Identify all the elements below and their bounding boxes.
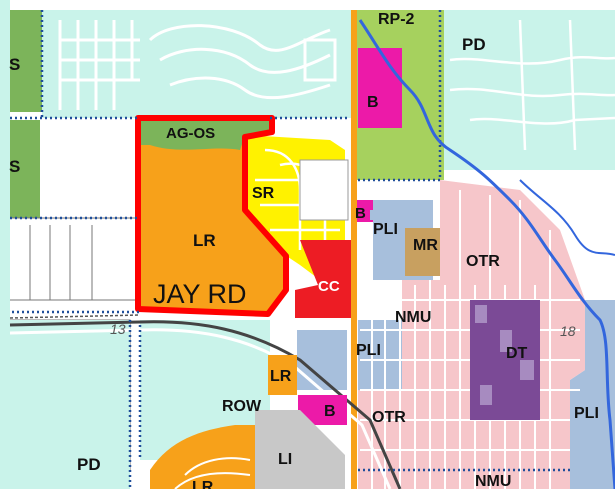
street-grid-northeast: [449, 19, 615, 151]
zone-lr-small: [268, 355, 297, 395]
creek-branch: [519, 179, 615, 256]
block-north: [303, 38, 337, 82]
label-road-18: 18: [560, 323, 576, 339]
label-otr-1: OTR: [466, 253, 500, 270]
label-b-top: B: [367, 94, 379, 111]
label-li: LI: [278, 451, 292, 468]
zone-pli-3: [570, 300, 615, 489]
zone-cc: [295, 240, 352, 318]
label-s-top: S: [9, 55, 20, 74]
zone-pli-2: [358, 320, 402, 390]
zone-s-mid: [10, 120, 40, 218]
road-north-south: [351, 10, 357, 489]
highway-13: [9, 320, 402, 489]
label-pd-bottom: PD: [77, 455, 101, 474]
label-nmu-1: NMU: [395, 309, 431, 326]
label-b-bottom: B: [324, 403, 336, 420]
label-rp2: RP-2: [378, 11, 415, 28]
label-pli-2: PLI: [356, 342, 381, 359]
zone-s-top: [10, 10, 42, 112]
label-lr-bottom: LR: [192, 479, 214, 489]
creek: [358, 19, 615, 489]
zone-ag-os: [138, 118, 272, 150]
label-b-mid: B: [355, 205, 366, 222]
block-east-sr: [299, 159, 349, 221]
label-mr: MR: [413, 237, 438, 254]
label-jay-rd: JAY RD: [153, 279, 247, 309]
label-sr: SR: [252, 185, 275, 202]
street-grid-north: [58, 20, 331, 110]
jay-rd-outline: [135, 115, 289, 317]
zone-b-top: [358, 48, 402, 128]
label-road-13: 13: [110, 321, 126, 337]
zone-edge-strip: [0, 0, 10, 489]
city-boundary: [10, 10, 570, 489]
zone-dt-parcels: [475, 305, 534, 405]
label-row: ROW: [222, 398, 262, 415]
zone-pd-south: [10, 320, 130, 489]
highway-13-median: [9, 314, 141, 319]
label-cc: CC: [318, 278, 340, 295]
zone-lr-main: [138, 118, 285, 312]
zone-li: [255, 410, 345, 489]
label-pli-3: PLI: [574, 405, 599, 422]
zone-pli-square: [370, 210, 380, 220]
zone-pli-west: [297, 330, 347, 390]
zone-b-mid: [357, 200, 373, 222]
zone-b-bottom: [298, 395, 347, 425]
label-s-mid: S: [9, 157, 20, 176]
zone-pd-north: [42, 10, 354, 118]
label-ag-os: AG-OS: [166, 125, 215, 142]
label-lr-main: LR: [193, 231, 216, 250]
label-lr-small: LR: [270, 368, 292, 385]
label-otr-2: OTR: [372, 409, 406, 426]
label-pd-top: PD: [462, 35, 486, 54]
street-grid-south: [174, 457, 251, 489]
label-nmu-2: NMU: [475, 473, 511, 489]
label-dt: DT: [506, 345, 528, 362]
label-pli-1: PLI: [373, 221, 398, 238]
